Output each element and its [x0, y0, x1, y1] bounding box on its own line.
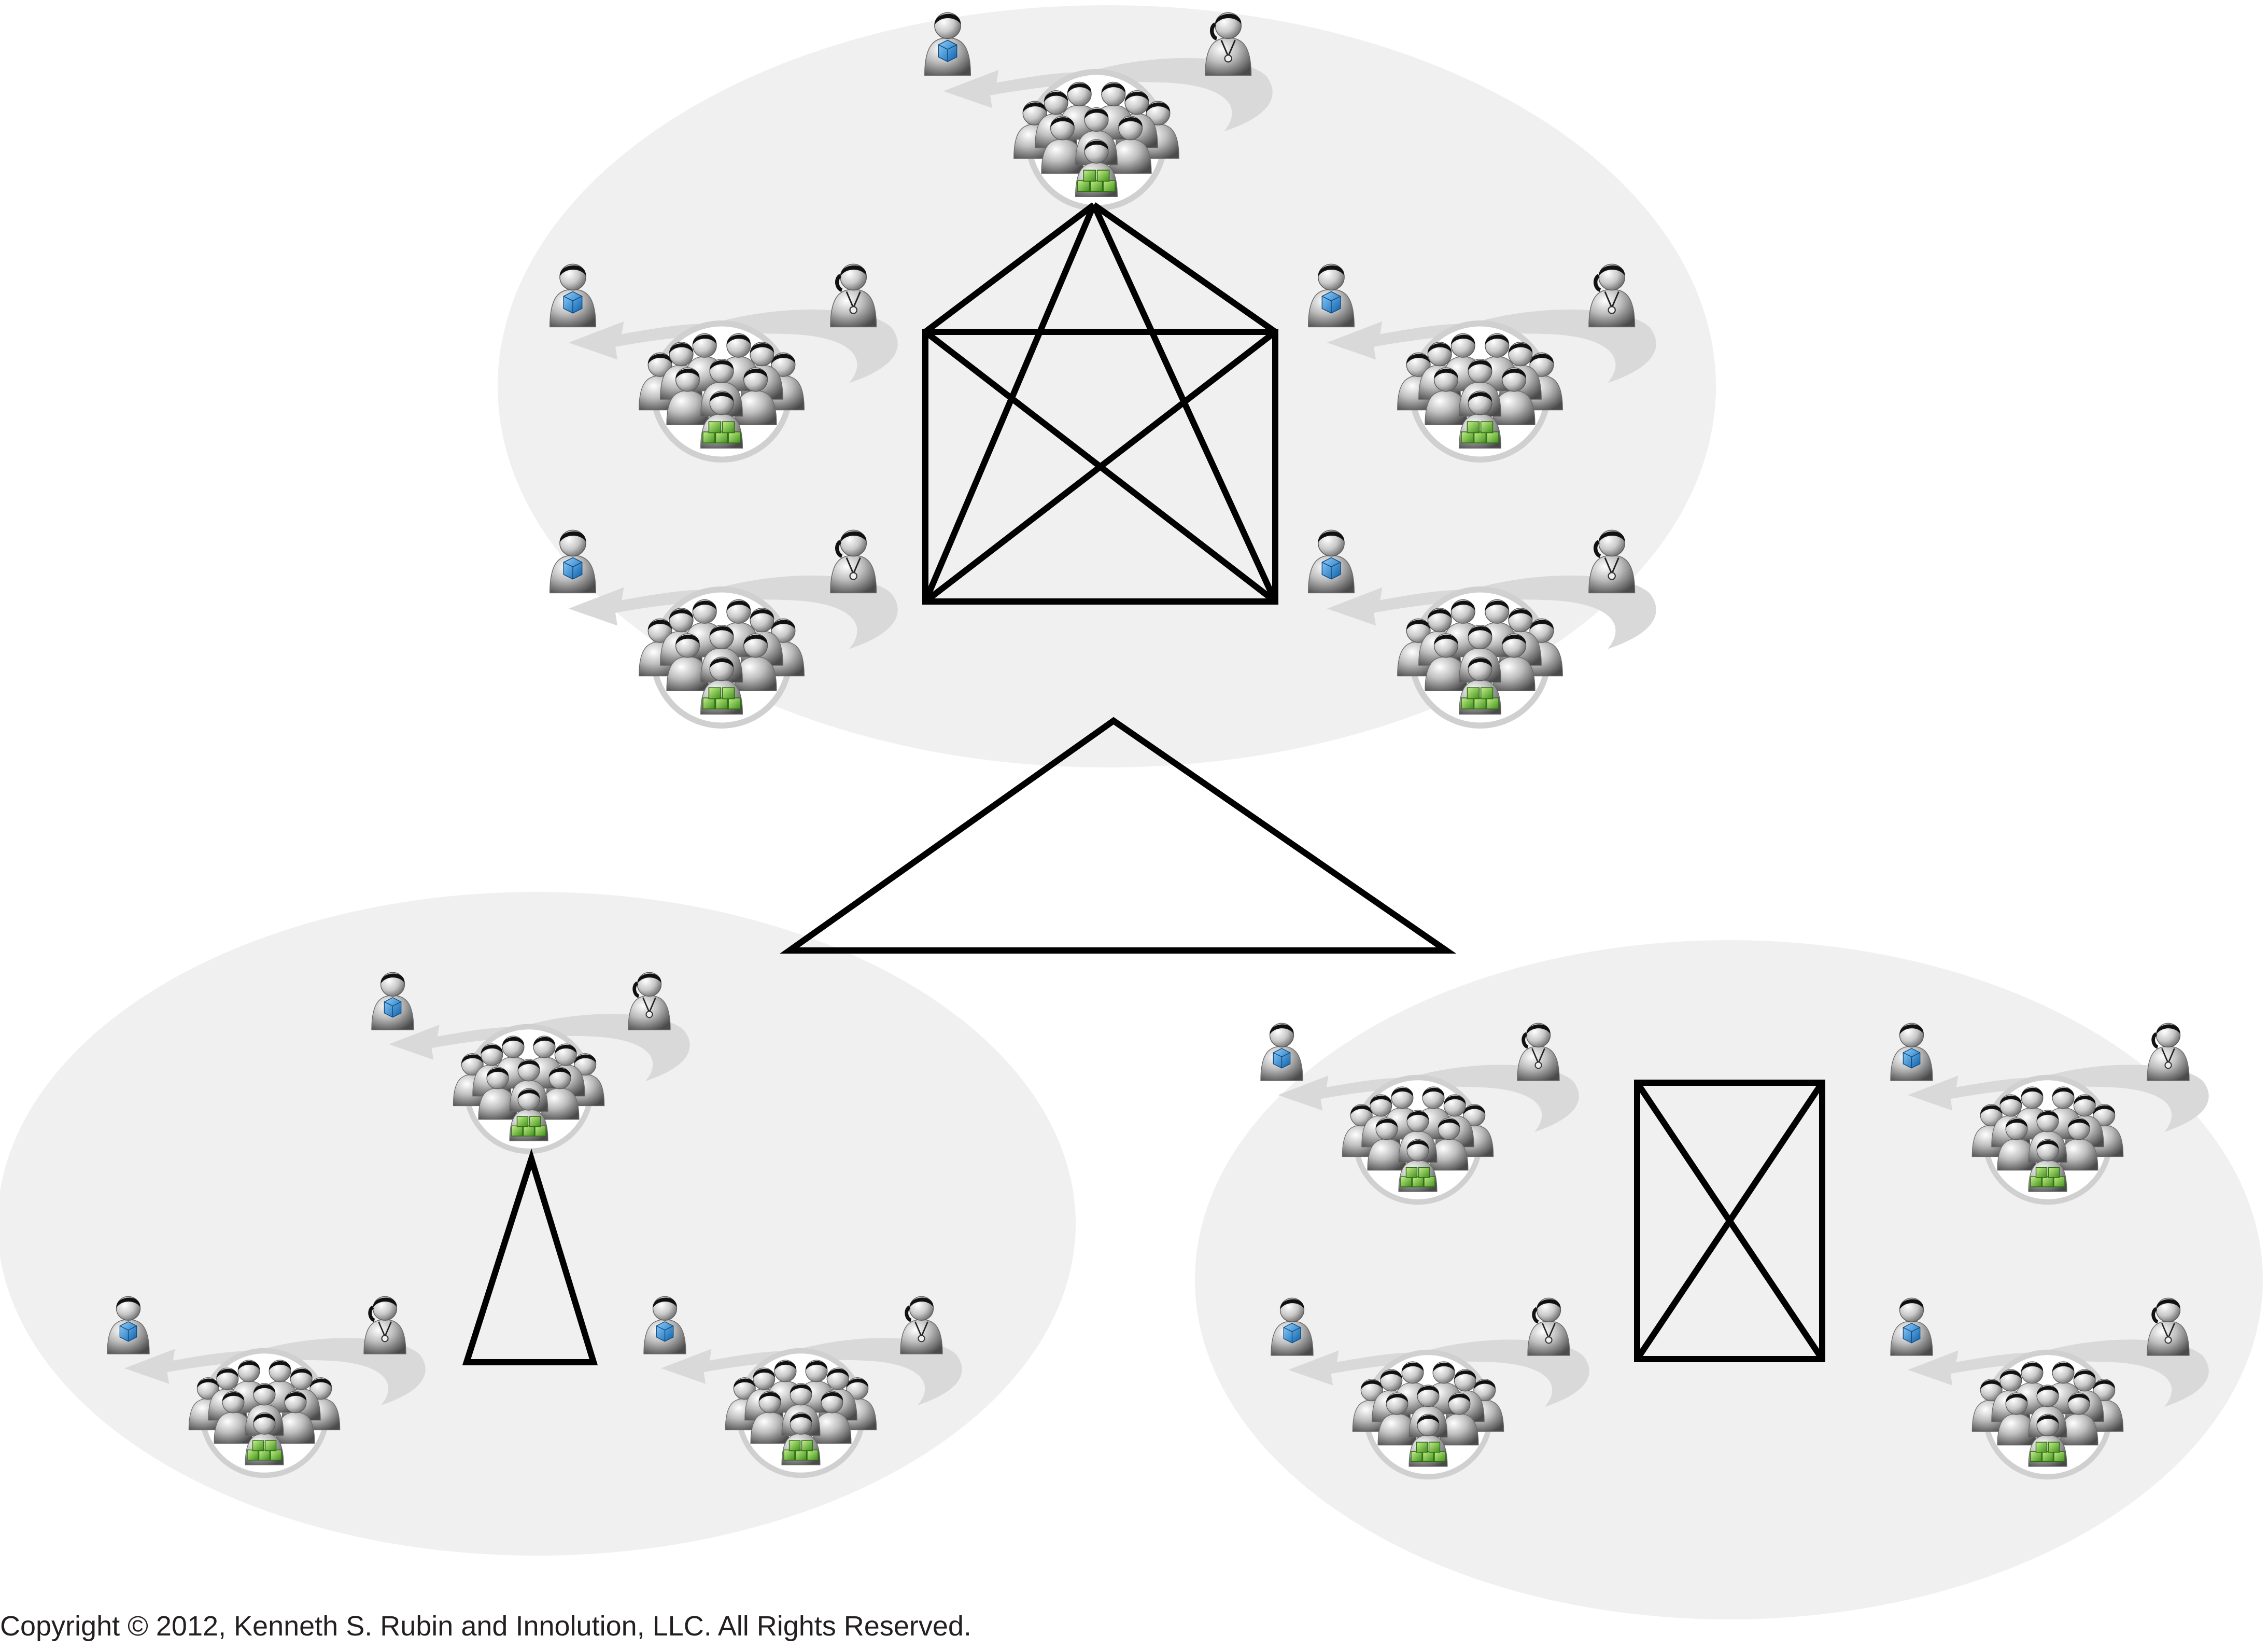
cluster-link-triangle	[780, 717, 1457, 954]
bottom-left-connection-triangle	[462, 1148, 598, 1365]
bottom-right-cluster-region	[1195, 940, 2263, 1619]
bottom-right-connection-lines	[1634, 1080, 1825, 1362]
top-cluster	[498, 5, 1716, 767]
bottom-left-cluster-region	[0, 892, 1076, 1556]
top-connection-lines	[922, 202, 1278, 605]
bottom-left-cluster	[0, 892, 1076, 1556]
bottom-right-cluster	[1195, 940, 2263, 1619]
copyright-notice: Copyright © 2012, Kenneth S. Rubin and I…	[0, 1611, 971, 1642]
